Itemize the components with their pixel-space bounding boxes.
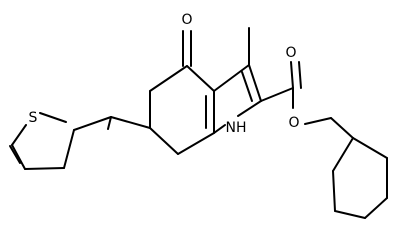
nh-label: NH [226,120,247,136]
cyclohexyl-ring [332,137,388,219]
cyclohexenone-ring [149,65,215,155]
thiophene-sulfur-label: S [29,110,38,126]
ketone-group [182,30,192,67]
molecule-structure: O S O O NH [9,12,388,219]
thiophene-ring [9,112,151,170]
ester-oxygen-label: O [288,115,299,131]
pyrrole-ring [213,64,262,134]
carbonyl-oxygen-label: O [285,45,296,61]
ketone-oxygen-label: O [181,12,192,28]
ester-group [260,61,354,139]
